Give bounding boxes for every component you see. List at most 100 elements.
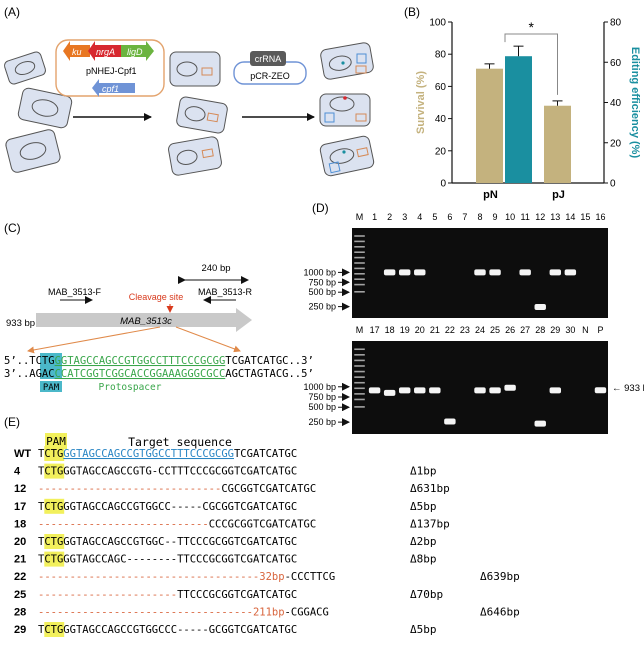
mutant-sequence: -----------------------------CGCGGTCGATC… bbox=[38, 483, 316, 495]
lane-label: 15 bbox=[580, 212, 590, 222]
clone-label: 22 bbox=[14, 571, 26, 583]
ladder-band bbox=[354, 406, 365, 408]
cells-left bbox=[4, 51, 73, 173]
ligd-gene-arrow bbox=[121, 41, 154, 61]
gel-band bbox=[489, 269, 501, 276]
pam-highlight bbox=[44, 622, 65, 637]
ladder-band bbox=[354, 251, 365, 253]
x-tick-label: pJ bbox=[552, 189, 565, 201]
deletion-size: Δ2bp bbox=[410, 535, 437, 548]
lane-label: 2 bbox=[387, 212, 392, 222]
lane-label: 22 bbox=[445, 325, 455, 335]
marker-label: 250 bp bbox=[308, 302, 336, 312]
pam-label: PAM bbox=[43, 383, 60, 393]
lane-label: 23 bbox=[460, 325, 470, 335]
pam-highlight bbox=[44, 534, 65, 549]
deletion-size: Δ8bp bbox=[410, 553, 437, 566]
target-sequence-header: Target sequence bbox=[128, 435, 232, 449]
y-tick-label-left: 100 bbox=[429, 18, 446, 29]
panel-b-label: (B) bbox=[404, 5, 420, 19]
gene-label: MAB_3513c bbox=[120, 316, 172, 327]
cell bbox=[5, 129, 61, 173]
cell bbox=[319, 135, 375, 177]
cleavage-site-label: Cleavage site bbox=[129, 292, 184, 302]
top-strand: 5’..TCTGGGTAGCCAGCCGTGGCCTTTCCCGCGGTCGAT… bbox=[4, 355, 314, 367]
clone-label: 18 bbox=[14, 518, 26, 530]
x-tick-label: pN bbox=[483, 189, 498, 201]
significance-bracket bbox=[504, 33, 558, 95]
crrna-label: crRNA bbox=[255, 54, 282, 64]
pam-header: PAM bbox=[46, 435, 66, 448]
marker-label: 750 bp bbox=[308, 392, 336, 402]
deletion-size: Δ5bp bbox=[410, 623, 437, 636]
lane-label: 29 bbox=[550, 325, 560, 335]
protospacer-label: Protospacer bbox=[99, 382, 162, 393]
marker-label: 500 bp bbox=[308, 287, 336, 297]
lane-label: 6 bbox=[447, 212, 452, 222]
gel-band bbox=[414, 269, 426, 276]
gel-band bbox=[368, 387, 381, 394]
deletion-size: Δ631bp bbox=[410, 482, 450, 495]
primer-r-label: MAB_3513-R bbox=[198, 287, 253, 297]
clone-label: 28 bbox=[14, 606, 26, 618]
ladder-band bbox=[354, 393, 365, 395]
gel-band bbox=[398, 387, 411, 394]
pam-label-box bbox=[40, 381, 62, 392]
ku-gene-arrow bbox=[63, 41, 90, 61]
lane-label: 16 bbox=[595, 212, 605, 222]
pam-highlight bbox=[40, 353, 62, 379]
deletion-size: Δ5bp bbox=[410, 500, 437, 513]
primer-f-label: MAB_3513-F bbox=[48, 287, 102, 297]
cpf1-label: cpf1 bbox=[102, 84, 119, 94]
cells-right bbox=[319, 42, 375, 177]
cell bbox=[4, 51, 46, 85]
y-tick-label-right: 60 bbox=[610, 58, 622, 69]
lane-label: 7 bbox=[462, 212, 467, 222]
lane-label: 1 bbox=[372, 212, 377, 222]
lane-label: 26 bbox=[505, 325, 515, 335]
lane-label: 11 bbox=[521, 212, 530, 222]
y-tick-label-right: 80 bbox=[610, 18, 622, 29]
lane-label: 14 bbox=[565, 212, 575, 222]
lane-label: M bbox=[356, 212, 364, 222]
ladder-band bbox=[354, 240, 365, 243]
panel-e-label: (E) bbox=[4, 415, 20, 429]
cpf1-gene-arrow bbox=[92, 79, 135, 97]
ladder-band bbox=[354, 235, 365, 237]
deletion-size: Δ639bp bbox=[480, 570, 520, 583]
lane-label: 30 bbox=[565, 325, 575, 335]
ladder-band bbox=[354, 246, 365, 248]
cells-middle bbox=[168, 51, 228, 176]
gel-band bbox=[534, 304, 546, 311]
lane-label: 10 bbox=[505, 212, 515, 222]
pam-highlight bbox=[44, 551, 65, 567]
gel-band bbox=[519, 269, 531, 276]
gene-mab3513c-arrow bbox=[36, 308, 252, 332]
lane-label: N bbox=[582, 325, 589, 335]
mutant-sequence: ----------------------TTCCCGCGGTCGATCATG… bbox=[38, 589, 297, 601]
ladder-band bbox=[354, 267, 365, 270]
deletion-size: Δ1bp bbox=[410, 465, 437, 478]
ladder-band bbox=[354, 370, 365, 373]
ladder-band bbox=[354, 359, 365, 362]
cell bbox=[168, 136, 222, 176]
ladder-band bbox=[354, 278, 365, 280]
marker-label: 250 bp bbox=[308, 417, 336, 427]
ladder-band bbox=[354, 381, 365, 384]
gel-band bbox=[549, 387, 562, 394]
mutant-sequence: TCTGGGTAGCCAGCCGTGGCCC-----GCGGTCGATCATG… bbox=[38, 624, 297, 636]
mutant-sequence: TCTGGGTAGCCAGCCGTGGCC-----CGCGGTCGATCATG… bbox=[38, 501, 297, 513]
zoom-line-left bbox=[27, 326, 161, 354]
pam-highlight bbox=[44, 463, 65, 479]
lane-label: M bbox=[356, 325, 364, 335]
marker-label: 1000 bp bbox=[303, 382, 336, 392]
panel-a: (A) ku nrgA ligD pNHEJ-Cpf1 cpf1 bbox=[4, 5, 375, 177]
bar bbox=[544, 105, 571, 183]
deletion-size: Δ646bp bbox=[480, 605, 520, 618]
y-tick-label-left: 40 bbox=[435, 114, 447, 125]
ku-label: ku bbox=[72, 47, 82, 57]
clone-label: 21 bbox=[14, 554, 26, 566]
